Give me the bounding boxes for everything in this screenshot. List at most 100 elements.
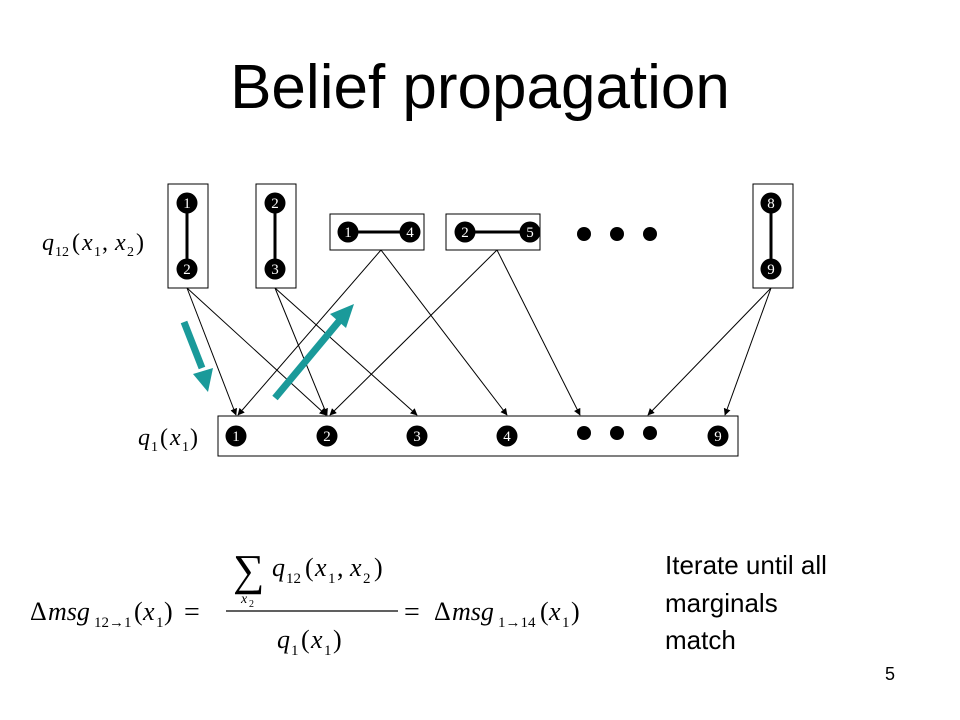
iteration-note: Iterate until all marginals match xyxy=(665,547,905,660)
equation-lhs: Δ msg 12→1 ( x 1 ) = xyxy=(30,597,200,631)
single-node-box: 1 2 3 4 9 xyxy=(217,415,739,457)
connection-arrow-p25-to-2 xyxy=(329,249,498,416)
svg-text:1: 1 xyxy=(232,429,240,445)
equation-rhs: = Δ msg 1→14 ( x 1 ) xyxy=(404,597,580,631)
svg-text:x: x xyxy=(114,230,126,256)
pair-box-1-2: 12 xyxy=(167,183,209,289)
note-line-2: marginals xyxy=(665,587,778,618)
svg-text:1: 1 xyxy=(328,571,336,587)
svg-text:1→14: 1→14 xyxy=(498,615,536,631)
svg-text:3: 3 xyxy=(271,262,279,278)
svg-text:12→1: 12→1 xyxy=(94,615,132,631)
connection-arrow-p14-to-4 xyxy=(380,249,508,416)
svg-text:9: 9 xyxy=(767,262,775,278)
svg-text:4: 4 xyxy=(406,225,414,241)
svg-text:x: x xyxy=(548,597,561,626)
svg-text:1: 1 xyxy=(151,440,158,455)
svg-text:): ) xyxy=(136,230,144,256)
ellipsis-bottom xyxy=(577,426,657,440)
connection-arrow-p89-to-ellipsis xyxy=(647,287,772,416)
svg-text:(: ( xyxy=(301,625,310,654)
svg-text:1: 1 xyxy=(182,440,189,455)
svg-text:=: = xyxy=(404,597,420,628)
svg-text:q: q xyxy=(42,230,54,256)
message-arrows xyxy=(180,304,354,401)
connection-arrow-p23-to-3 xyxy=(274,287,418,416)
svg-text:x: x xyxy=(310,625,323,654)
svg-text:(: ( xyxy=(72,230,80,256)
svg-text:): ) xyxy=(164,597,173,626)
node-1: 1 xyxy=(176,192,198,214)
svg-text:2: 2 xyxy=(323,429,331,445)
single-marginal-label: q 1 ( x 1 ) xyxy=(138,425,198,455)
single-node-3: 3 xyxy=(406,425,428,447)
note-line-3: match xyxy=(665,625,736,656)
svg-text:(: ( xyxy=(160,425,168,451)
svg-text:3: 3 xyxy=(413,429,421,445)
svg-text:12: 12 xyxy=(286,571,301,587)
node-8: 8 xyxy=(760,192,782,214)
svg-text:x: x xyxy=(81,230,93,256)
equation-numerator: ∑ x 2 q 12 ( x 1 , x 2 ) xyxy=(233,546,383,610)
svg-text:x: x xyxy=(349,553,362,582)
svg-text:q: q xyxy=(138,425,150,451)
node-1: 1 xyxy=(337,221,359,243)
single-node-2: 2 xyxy=(316,425,338,447)
node-2: 2 xyxy=(454,221,476,243)
svg-text:(: ( xyxy=(540,597,549,626)
node-3: 3 xyxy=(264,258,286,280)
single-node-9: 9 xyxy=(707,425,729,447)
node-5: 5 xyxy=(519,221,541,243)
connection-arrows xyxy=(186,249,772,416)
node-4: 4 xyxy=(399,221,421,243)
ellipsis-top xyxy=(577,227,657,241)
pair-box-2-3: 23 xyxy=(255,183,297,289)
node-2: 2 xyxy=(264,192,286,214)
svg-text:∑: ∑ xyxy=(233,546,264,595)
connection-arrow-p23-to-2 xyxy=(274,287,328,416)
slide-title: Belief propagation xyxy=(230,53,730,122)
svg-text:1: 1 xyxy=(562,615,570,631)
svg-text:x: x xyxy=(142,597,155,626)
pairwise-marginal-label: q 12 ( x 1 , x 2 ) xyxy=(42,230,144,260)
single-node-4: 4 xyxy=(496,425,518,447)
svg-text:1: 1 xyxy=(344,225,352,241)
svg-text:msg: msg xyxy=(452,597,494,626)
svg-text:,: , xyxy=(102,230,108,256)
svg-text:12: 12 xyxy=(55,245,69,260)
svg-text:msg: msg xyxy=(48,597,90,626)
message-arrow-up xyxy=(272,304,354,401)
svg-text:2: 2 xyxy=(183,262,191,278)
svg-text:2: 2 xyxy=(249,599,254,610)
connection-arrow-p89-to-9 xyxy=(723,287,772,416)
single-node-1: 1 xyxy=(225,425,247,447)
svg-text:5: 5 xyxy=(526,225,534,241)
svg-text:Δ: Δ xyxy=(30,597,47,626)
svg-text:x: x xyxy=(169,425,181,451)
svg-text:1: 1 xyxy=(156,615,164,631)
svg-text:x: x xyxy=(240,592,248,607)
svg-text:4: 4 xyxy=(503,429,511,445)
equation-denominator: q 1 ( x 1 ) xyxy=(277,625,342,659)
connection-arrow-p25-to-ellipsis xyxy=(496,249,581,416)
svg-text:Δ: Δ xyxy=(434,597,451,626)
svg-text:q: q xyxy=(272,553,285,582)
update-equation: Δ msg 12→1 ( x 1 ) = ∑ x 2 q 12 ( x 1 , … xyxy=(30,546,580,659)
svg-text:2: 2 xyxy=(127,245,134,260)
node-2: 2 xyxy=(176,258,198,280)
svg-text:=: = xyxy=(184,597,200,628)
svg-text:x: x xyxy=(314,553,327,582)
svg-text:1: 1 xyxy=(94,245,101,260)
page-number: 5 xyxy=(885,664,896,684)
svg-text:,: , xyxy=(337,553,344,582)
connection-arrow-p12-to-1 xyxy=(186,287,237,416)
svg-text:1: 1 xyxy=(291,643,299,659)
svg-text:): ) xyxy=(333,625,342,654)
svg-text:2: 2 xyxy=(461,225,469,241)
svg-text:9: 9 xyxy=(714,429,722,445)
svg-text:q: q xyxy=(277,625,290,654)
